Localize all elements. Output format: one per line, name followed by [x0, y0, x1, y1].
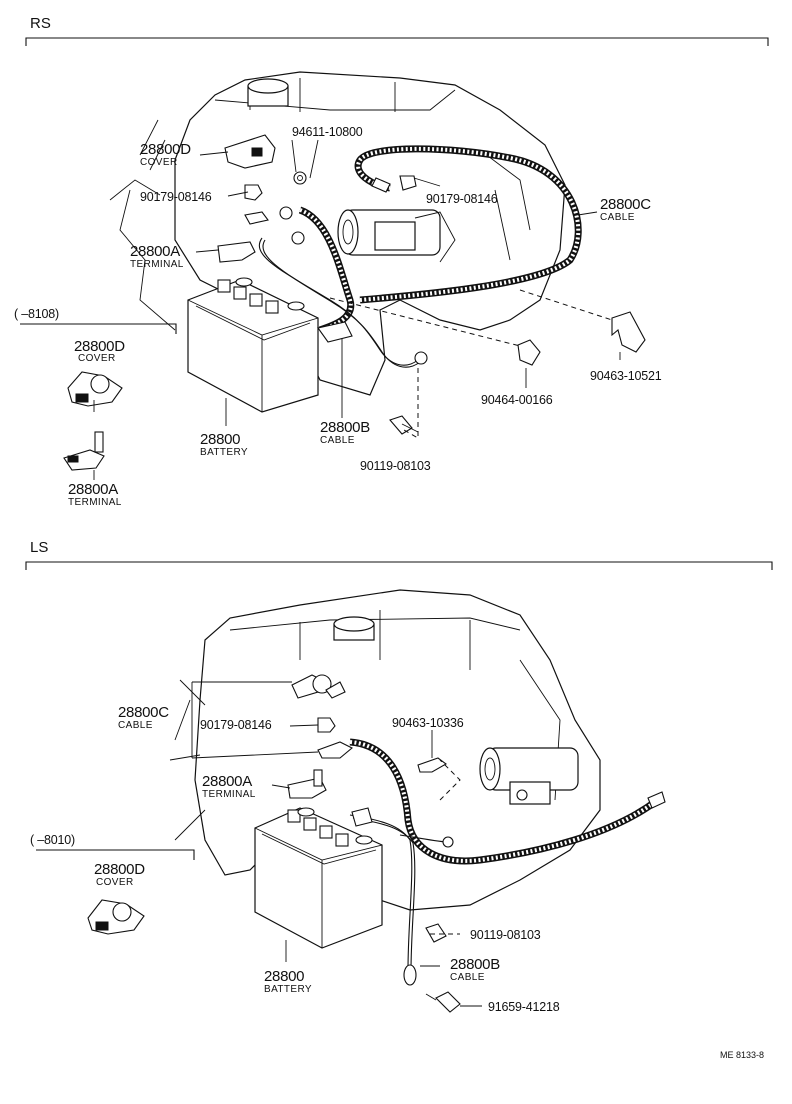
rs-section-code: RS: [30, 15, 51, 32]
ls-clamp: [417, 757, 447, 773]
ls-nut-label: 90179-08146: [200, 718, 272, 732]
rs-battery-number: 28800: [200, 431, 240, 448]
ls-clamp-label: 90463-10336: [392, 716, 464, 730]
ls-battery: [254, 807, 383, 949]
ls-bolt: [425, 923, 447, 943]
rs-battery-name: BATTERY: [200, 447, 248, 458]
ls-starter-motor: [479, 747, 579, 805]
rs-cable-c-name: CABLE: [600, 212, 635, 223]
ls-section-code: LS: [30, 539, 48, 556]
ls-range-label: ( –8010): [30, 833, 75, 847]
ls-cable-b: [349, 814, 454, 986]
rs-cable-b-name: CABLE: [320, 435, 355, 446]
rs-terminal: [217, 241, 256, 263]
rs-cover-name: COVER: [140, 157, 178, 168]
ls-battery-number: 28800: [264, 968, 304, 985]
rs-cover-number: 28800D: [140, 141, 191, 158]
rs-battery: [187, 277, 319, 413]
ls-cable-b-number: 28800B: [450, 956, 500, 973]
rs-range-inset: ( –8108): [14, 307, 177, 471]
rs-cover-alt-name: COVER: [78, 353, 116, 364]
rs-cover-alt-number: 28800D: [74, 338, 125, 355]
rs-cable-c: [354, 145, 582, 304]
rs-clip-b: [611, 311, 646, 353]
rs-cable-b: [258, 237, 421, 368]
ls-bolt2: [435, 991, 461, 1013]
rs-section: RS: [14, 15, 769, 508]
rs-terminal-alt: [63, 449, 105, 471]
rs-cable-c-number: 28800C: [600, 196, 651, 213]
ls-cover-alt-name: COVER: [96, 877, 134, 888]
rs-cover-top: [224, 134, 276, 169]
ls-terminal-number: 28800A: [202, 773, 252, 790]
ls-cable-b-name: CABLE: [450, 972, 485, 983]
rs-clamp-top: 94611-10800: [292, 125, 363, 139]
rs-clip-a: [517, 339, 541, 366]
rs-cable-b-number: 28800B: [320, 419, 370, 436]
ls-bolt-label: 90119-08103: [470, 928, 541, 942]
ls-section: LS: [25, 539, 773, 1014]
rs-bolt-label: 90119-08103: [360, 459, 431, 473]
rs-clip-b-label: 90463-10521: [590, 369, 662, 383]
ls-engine-block: [169, 589, 601, 911]
ls-leaders: [191, 681, 482, 1007]
ls-cable-c: [349, 738, 666, 865]
rs-range-label: ( –8108): [14, 307, 59, 321]
ls-cable-c-number: 28800C: [118, 704, 169, 721]
ls-fan: [169, 679, 206, 841]
rs-small-parts: [217, 134, 646, 435]
rs-leaders: [93, 119, 621, 480]
ls-cable-c-name: CABLE: [118, 720, 153, 731]
ls-nut: [317, 717, 336, 733]
ls-range-inset: ( –8010): [30, 833, 195, 935]
rs-engine-block: [109, 71, 566, 396]
footer-code: ME 8133-8: [720, 1050, 764, 1060]
ls-section-bracket: [25, 561, 773, 570]
ls-small-parts: [287, 674, 461, 1013]
rs-terminal-alt-name: TERMINAL: [68, 497, 122, 508]
rs-clip-a-label: 90464-00166: [481, 393, 553, 407]
rs-terminal-alt-number: 28800A: [68, 481, 118, 498]
ls-bolt2-label: 91659-41218: [488, 1000, 560, 1014]
ls-cover-alt-number: 28800D: [94, 861, 145, 878]
ls-battery-name: BATTERY: [264, 984, 312, 995]
ls-terminal-name: TERMINAL: [202, 789, 256, 800]
rs-starter-motor: [337, 209, 456, 263]
rs-bolt: [389, 415, 413, 435]
rs-terminal-name: TERMINAL: [130, 259, 184, 270]
rs-section-bracket: [25, 37, 769, 46]
rs-nut-right: 90179-08146: [426, 192, 498, 206]
rs-terminal-number: 28800A: [130, 243, 180, 260]
rs-nut-left: 90179-08146: [140, 190, 212, 204]
